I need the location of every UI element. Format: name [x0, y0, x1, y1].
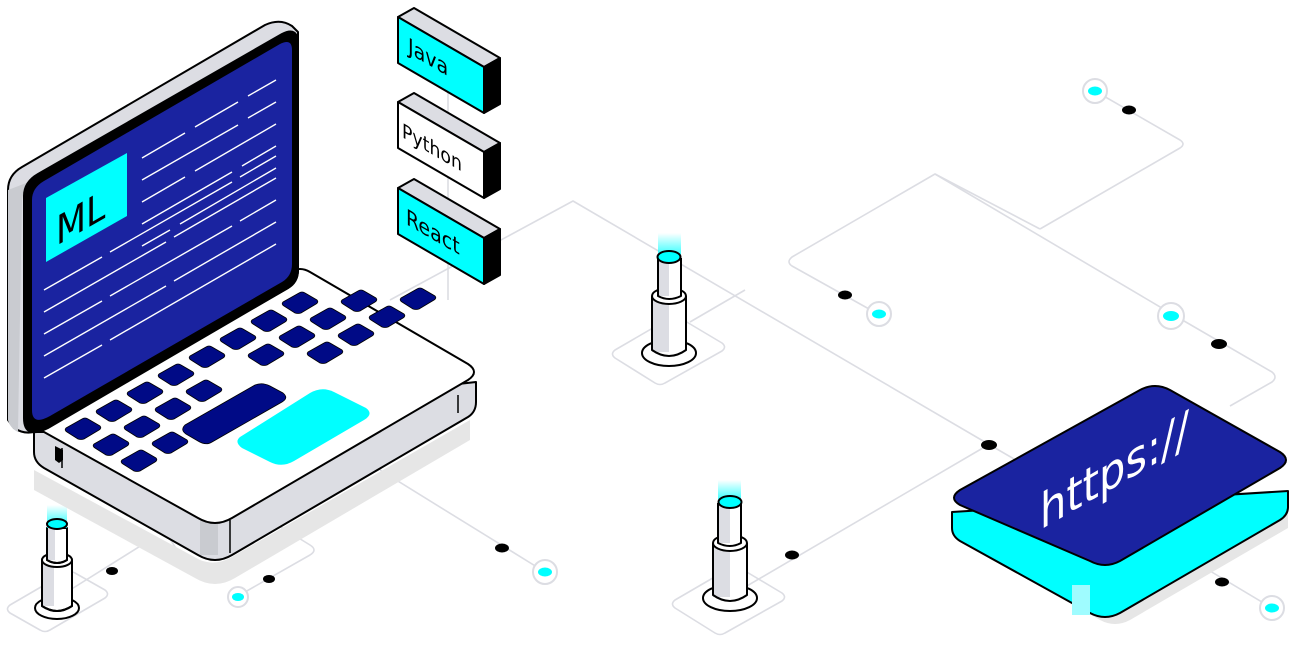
- node-cyan: [866, 301, 892, 327]
- keyboard-key: [123, 415, 161, 438]
- node-black: [1122, 105, 1136, 115]
- keyboard-key: [219, 327, 257, 350]
- circuit-nodes: [106, 78, 1285, 621]
- keyboard-key: [151, 431, 189, 454]
- keyboard-key: [95, 399, 133, 422]
- keyboard-key: [368, 305, 406, 328]
- node-cyan: [1157, 302, 1185, 330]
- trackpad: [237, 389, 370, 465]
- keyboard-key: [278, 325, 316, 348]
- code-lines: [43, 79, 277, 379]
- keyboard-key: [340, 289, 378, 312]
- keyboard-key: [250, 309, 288, 332]
- node-black: [263, 575, 275, 583]
- tag-java-face: [397, 16, 485, 114]
- node-cyan: [532, 559, 558, 585]
- keyboard-key: [126, 381, 164, 404]
- tag-java: Java: [397, 7, 501, 114]
- pedestal-bottom: [702, 480, 758, 612]
- node-black: [1211, 339, 1227, 349]
- node-black: [785, 550, 799, 560]
- pedestal-left: [34, 505, 80, 620]
- node-cyan: [227, 586, 249, 608]
- keyboard-key: [247, 343, 285, 366]
- keyboard-key: [157, 363, 195, 386]
- port-icon: [55, 446, 63, 463]
- https-card: https://: [951, 385, 1289, 624]
- keyboard-key: [337, 323, 375, 346]
- keyboard-key: [64, 417, 102, 440]
- node-black: [1215, 577, 1229, 587]
- keyboard-key: [120, 449, 158, 472]
- keyboard-key: [306, 341, 344, 364]
- keyboard-key: [188, 345, 226, 368]
- node-black: [838, 290, 852, 300]
- keyboard-key: [185, 379, 223, 402]
- node-black: [981, 440, 997, 450]
- keyboard-key: [399, 287, 437, 310]
- keyboard-key: [309, 307, 347, 330]
- pedestal-middle: [641, 233, 697, 367]
- keyboard-key: [92, 433, 130, 456]
- node-cyan: [1259, 595, 1285, 621]
- laptop: ML: [7, 20, 477, 584]
- node-cyan: [1082, 78, 1108, 104]
- node-black: [495, 543, 509, 553]
- keyboard-key: [281, 291, 319, 314]
- tag-python: Python: [397, 92, 501, 199]
- keyboard-key: [154, 397, 192, 420]
- node-black: [106, 567, 118, 575]
